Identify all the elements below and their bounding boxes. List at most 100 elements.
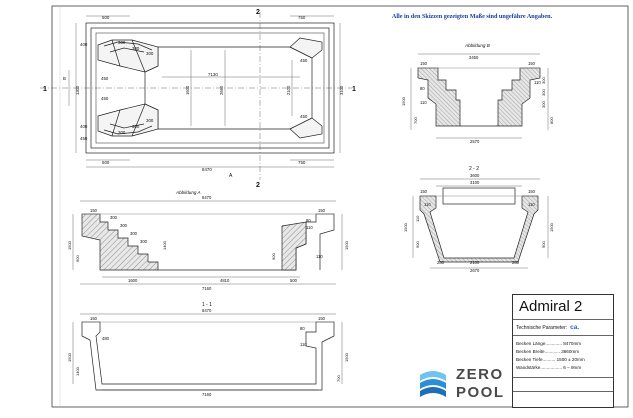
section-1-right-700: 700	[336, 375, 341, 382]
plan-dim-left-a: 400	[80, 42, 88, 47]
section-b-r-300b: 300	[541, 89, 546, 96]
section-2-r-1500: 1500	[549, 222, 554, 232]
section-b-profile	[417, 67, 541, 127]
section-2-inner-top: 3100	[470, 180, 480, 185]
section-1-right-150: 150	[318, 316, 326, 321]
section-a-left-300b: 300	[120, 223, 128, 228]
section-1-right-80: 80	[300, 326, 305, 331]
plan-dim-step-a: 300	[118, 40, 126, 45]
plan-dim-left-edge: 1300	[75, 85, 80, 95]
section-a-bottom-1600: 1600	[128, 278, 138, 283]
section-1-overall: 8470	[202, 308, 212, 313]
section-1-depth-1400: 1400	[75, 366, 80, 376]
section-2-right-110: 110	[528, 202, 535, 207]
section-a-right-110: 110	[306, 225, 313, 230]
plan-dim-bottom-right: 750	[298, 160, 306, 165]
plan-dim-step-b: 300	[132, 46, 140, 51]
section-a-depth-900: 900	[75, 255, 80, 262]
section-b-r-300c: 300	[541, 101, 546, 108]
section-b-r-300a: 300	[541, 77, 546, 84]
section-a-left-300c: 300	[130, 231, 138, 236]
title-block: Admiral 2 Technische Parameter:ca. Becke…	[512, 294, 614, 408]
plan-dim-step-f: 300	[146, 118, 154, 123]
plan-dim-left-step-top: 450	[101, 76, 109, 81]
section-a-left-300d: 300	[140, 239, 148, 244]
section-a-right-150: 150	[318, 208, 326, 213]
section-a-right-110b: 110	[316, 254, 323, 259]
plan-dim-left-step-bottom: 450	[101, 96, 109, 101]
section-1-right-1500: 1500	[344, 352, 349, 362]
section-a-depth-1500: 1500	[67, 240, 72, 250]
logo-mark-icon	[420, 371, 446, 397]
cut-marker-1-left: 1	[43, 86, 47, 93]
section-2-l-110: 110	[415, 215, 420, 222]
plan-dim-step-width: 1600	[185, 85, 190, 95]
cut-marker-1-right: 1	[352, 86, 356, 93]
section-2-left-150: 150	[420, 189, 428, 194]
title-block-divider	[513, 391, 613, 392]
spec-wall-thickness: Wandstärke................. 6 – 9mm	[516, 365, 582, 370]
section-2-overall: 3600	[470, 173, 480, 178]
spec-length: Becken Länge............. 8470mm	[516, 341, 582, 346]
section-b-l-700: 700	[413, 117, 418, 124]
section-1-left-480: 480	[102, 336, 110, 341]
section-a-right-80: 80	[306, 218, 311, 223]
cut-marker-a: A	[229, 173, 233, 179]
section-a-left-300a: 300	[110, 215, 118, 220]
model-name: Admiral 2	[519, 298, 583, 315]
plan-dim-right-step: 450	[300, 58, 308, 63]
plan-dim-step-e: 300	[132, 124, 140, 129]
section-1-left-150: 150	[90, 316, 98, 321]
section-b-bottom: 2570	[470, 139, 480, 144]
section-a-overall: 8470	[202, 195, 212, 200]
section-2-right-150: 150	[528, 189, 536, 194]
section-2-left-110: 110	[424, 202, 431, 207]
title-block-divider	[513, 319, 613, 320]
section-b-right-110: 110	[534, 80, 541, 85]
section-2-l-900: 900	[415, 241, 420, 248]
plan-dim-right-step-b: 450	[300, 114, 308, 119]
title-block-divider	[513, 335, 613, 336]
zero-pool-logo: ZERO POOL	[414, 364, 514, 404]
section-1-right-110: 110	[300, 342, 307, 347]
plan-dim-mid-width: 2660	[219, 85, 224, 95]
section-2-bottom-right: 280	[512, 260, 520, 265]
plan-dim-b-label: B	[63, 76, 66, 81]
section-b-l-80: 80	[420, 86, 425, 91]
section-b-l-110: 110	[420, 100, 427, 105]
section-b-l-1500: 1500	[401, 96, 406, 106]
param-label: Technische Parameter:	[516, 325, 568, 331]
section-b-overall: 3450	[469, 55, 479, 60]
logo-word-pool: POOL	[456, 384, 505, 401]
plan-dim-top-right: 750	[298, 15, 306, 20]
section-b-title: Abbildung B	[464, 43, 490, 48]
section-a-bottom-500: 500	[290, 278, 298, 283]
approximate-dimensions-note: Alle in den Skizzen gezeigten Maße sind …	[391, 13, 553, 20]
cut-marker-2-top: 2	[256, 9, 260, 16]
spec-width: Becken Breite............ 3660mm	[516, 349, 580, 354]
section-2-l-1500: 1500	[403, 222, 408, 232]
section-a-total: 7160	[202, 286, 212, 291]
plan-dim-inner: 7130	[208, 72, 218, 77]
section-a-profile	[81, 213, 335, 271]
title-block-divider	[513, 377, 613, 378]
section-a-left-150: 150	[90, 208, 98, 213]
section-b-r-800: 800	[549, 117, 554, 124]
ca-label: ca.	[570, 324, 580, 331]
section-1-total: 7160	[202, 392, 212, 397]
plan-dim-overall: 8470	[202, 167, 212, 172]
cut-marker-2-bottom: 2	[256, 182, 260, 189]
plan-dim-step-c: 300	[146, 51, 154, 56]
section-2-r-900: 900	[541, 241, 546, 248]
plan-dim-right-mid: 2100	[286, 85, 291, 95]
plan-dim-top-left: 500	[102, 15, 110, 20]
section-a-right-1500: 1500	[344, 240, 349, 250]
section-1-profile	[81, 321, 335, 391]
section-b-right-150: 150	[528, 61, 536, 66]
section-a-bottom-4810: 4810	[220, 278, 230, 283]
section-a-title: Abbildung A	[175, 190, 201, 195]
section-a-right-900: 900	[271, 253, 276, 260]
section-1-title: 1 - 1	[202, 302, 212, 308]
